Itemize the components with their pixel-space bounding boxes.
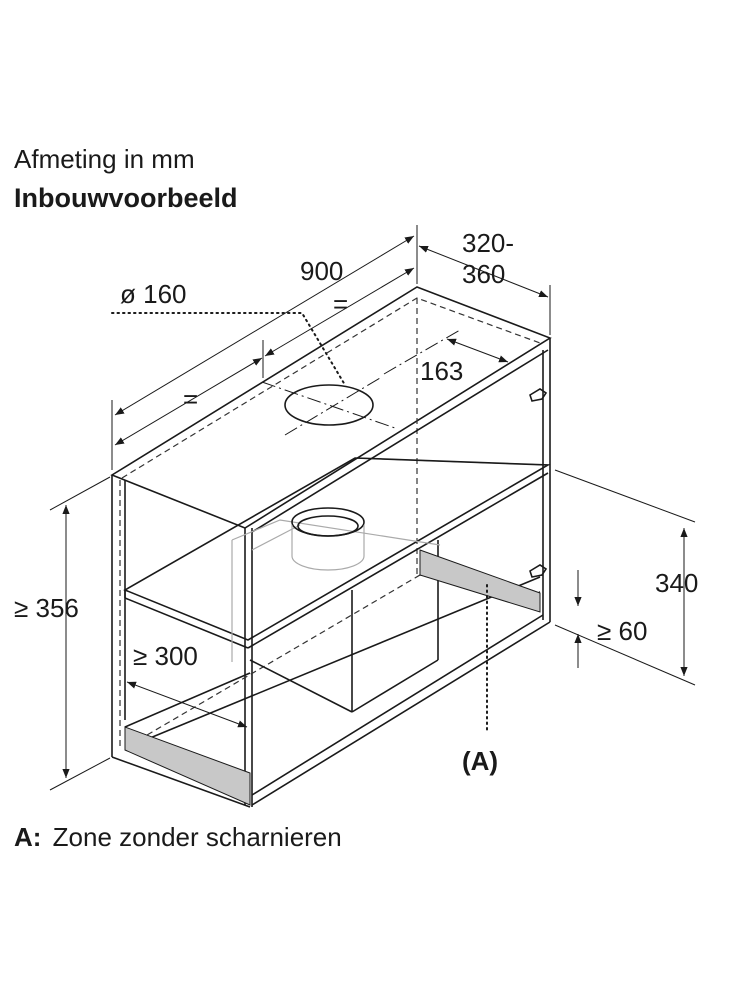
zone-marker: (A) (462, 746, 498, 776)
legend: A: Zone zonder scharnieren (14, 822, 342, 852)
cabinet (110, 286, 552, 808)
min-depth-label: ≥ 300 (133, 641, 198, 671)
title: Inbouwvoorbeeld (14, 183, 238, 213)
hinge-icon (529, 388, 548, 402)
duct-opening-top (284, 384, 374, 426)
hood-height-label: 340 (655, 568, 698, 598)
equal-left-label: = (183, 384, 198, 414)
duct-diameter-label: ø 160 (120, 279, 187, 309)
depth-label-1: 320- (462, 228, 514, 258)
dimension-lines (49, 225, 696, 791)
shelf (123, 457, 551, 641)
zone-a-right (419, 549, 541, 613)
depth-label-2: 360 (462, 259, 505, 289)
min-height-label: ≥ 356 (14, 593, 79, 623)
legend-text: Zone zonder scharnieren (53, 822, 342, 852)
zone-a-front (124, 726, 251, 806)
hinge-icon (529, 564, 548, 578)
equal-top-label: = (333, 289, 348, 319)
subtitle: Afmeting in mm (14, 144, 195, 174)
legend-key: A: (14, 822, 41, 852)
min-gap-label: ≥ 60 (597, 616, 647, 646)
width-label: 900 (300, 256, 343, 286)
duct-offset-label: 163 (420, 356, 463, 386)
